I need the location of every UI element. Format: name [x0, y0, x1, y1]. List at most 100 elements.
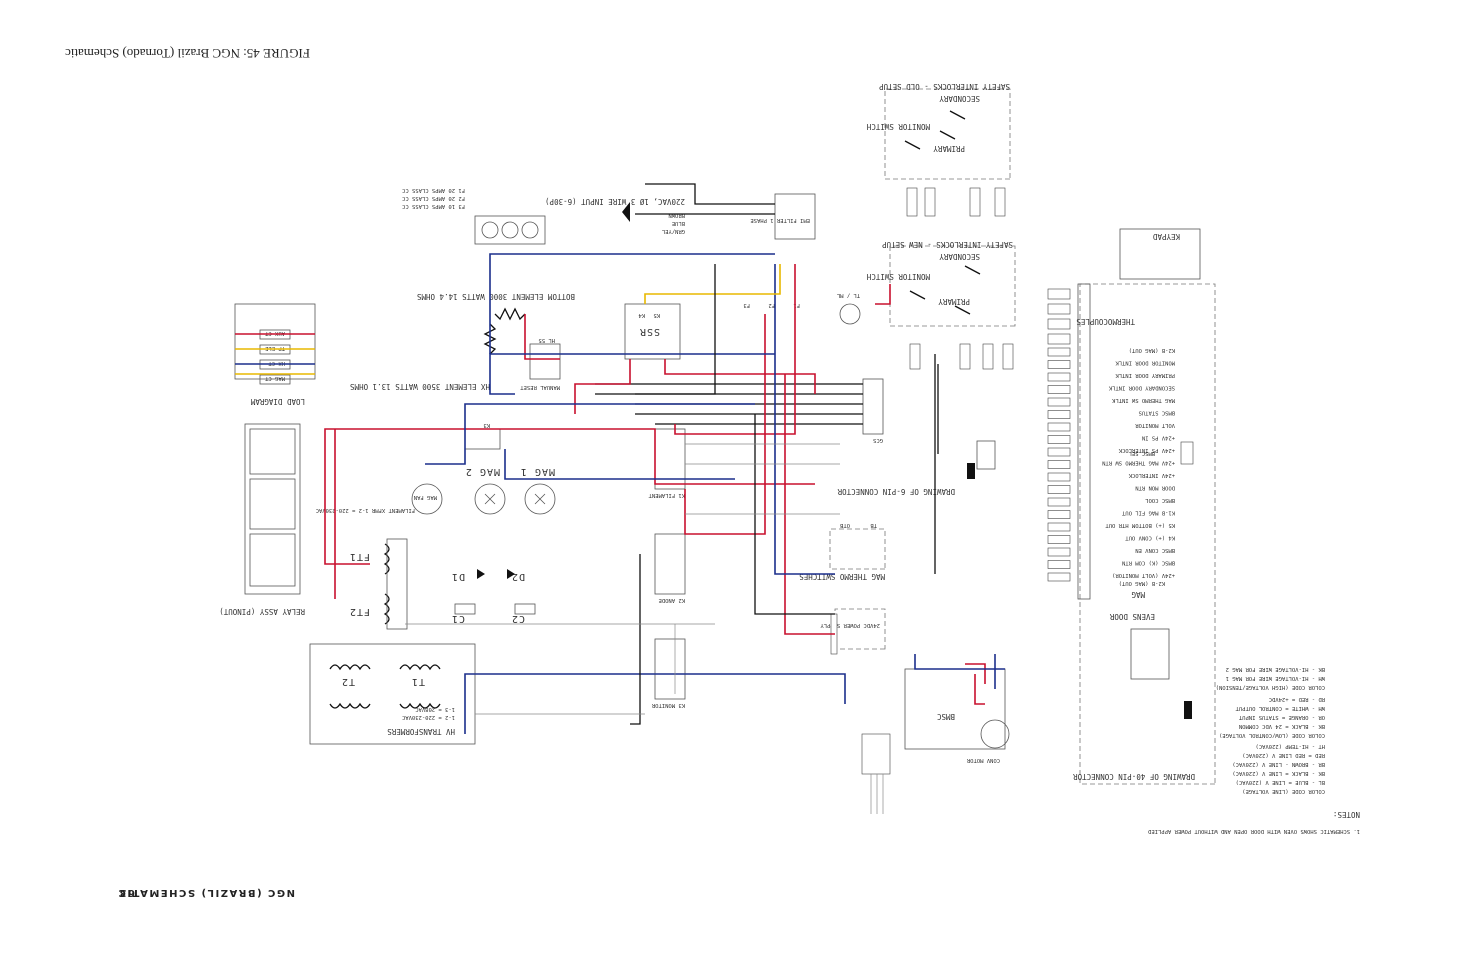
- tc-term-2: [1047, 318, 1071, 330]
- ft1-label: FT1: [349, 551, 370, 562]
- wire-blue-g: [914, 654, 1005, 670]
- pin-terminal: [1047, 522, 1071, 532]
- input-leads: [635, 183, 775, 215]
- k3-label: K3: [483, 422, 490, 428]
- manual-reset-label: MANUAL RESET: [520, 384, 560, 390]
- filament-xfmr-label: FILAMENT XFMR 1-2 = 220-230VAC: [316, 507, 415, 513]
- k4-label: K4: [638, 312, 645, 318]
- input-wire-blue: BLUE: [672, 220, 685, 226]
- thermocouples-label: THERMOCOUPLES: [1076, 317, 1135, 326]
- mag-label: MAG: [1131, 590, 1145, 599]
- color-code-line-4: HT - HI-TEMP (220VAC): [1255, 743, 1325, 749]
- controller-outline: [1079, 283, 1216, 785]
- pin-terminal: [1047, 497, 1071, 507]
- pin-function-list: +24V (VOLT MONITOR)BMSC (K) COM RTNBMSC …: [1047, 347, 1175, 582]
- d1-label: D1: [451, 571, 465, 582]
- load-yellow-line: [235, 348, 315, 375]
- pin-function-label: MONITOR DOOR INTLK: [1115, 360, 1175, 366]
- color-code-low-3: RD - RED = +24VDC: [1269, 696, 1325, 702]
- wire-blue-d: [425, 403, 755, 465]
- hv-tx-spec2: 1-3 = 208VAC: [415, 706, 455, 712]
- bmsc-block: BMSC CONV MOTOR: [861, 654, 1010, 814]
- evens-door-label: EVENS DOOR: [1109, 612, 1155, 621]
- k3-monitor-relay: [654, 638, 686, 700]
- pin-terminal: [1047, 397, 1071, 407]
- fuse-spec-1: F1 20 AMPS CLASS CC: [402, 187, 465, 193]
- wire-red-k: [965, 663, 986, 684]
- conv-motor-symbol: [980, 719, 1010, 749]
- color-code-legend: COLOR CODE (LINE VOLTAGE) BL - BLUE = LI…: [1216, 666, 1325, 794]
- safety-old-label: SAFETY INTERLOCKS - OLD SETUP: [879, 82, 1010, 91]
- color-code-hv-1: BK - HI-VOLTAGE WIRE FOR MAG 2: [1226, 666, 1325, 672]
- hx-element-label: HX ELEMENT 3500 WATTS 13.1 OHMS: [350, 382, 490, 391]
- otb-label: OTB: [839, 522, 850, 528]
- pin-function-label: K4 (+) CONV OUT: [1125, 535, 1175, 541]
- tc-term-4: [1047, 288, 1071, 300]
- load-diagram-frame: [234, 303, 316, 380]
- tc-term-3: [1047, 303, 1071, 315]
- pin-terminal: [1047, 485, 1071, 494]
- hl-manual-reset: [529, 343, 561, 380]
- fuse-f3: F3: [743, 302, 750, 308]
- pin-terminal: [1047, 360, 1071, 369]
- secondary-new-label: SECONDARY: [939, 252, 980, 261]
- k5-label: K5: [653, 312, 660, 318]
- pin-terminal: [1047, 510, 1071, 519]
- secondary-old-label: SECONDARY: [939, 94, 980, 103]
- input-wire-brown: BROWN: [668, 212, 685, 218]
- relay-assy-k2: [249, 478, 296, 530]
- pin-function-label: K1-B MAG FIL OUT: [1121, 510, 1175, 516]
- relay-assy-k3: [249, 533, 296, 587]
- power-input-label: 220VAC, 1Ø 3 WIRE INPUT (6-30P): [545, 197, 685, 206]
- fuse-holder-2: [501, 221, 519, 239]
- wire-gray-group: [405, 443, 840, 715]
- notes-heading: NOTES:: [1333, 810, 1360, 819]
- wire-blue-c: [489, 253, 775, 354]
- thermo-switch-outline: [829, 528, 886, 570]
- wire-red-a: [794, 264, 816, 394]
- pin-terminal: [1047, 535, 1071, 544]
- fuse-spec-3: F3 10 AMPS CLASS CC: [402, 203, 465, 209]
- pin-terminal: [1047, 547, 1071, 557]
- wire-red-b: [664, 359, 795, 375]
- wire-yellow-a: [644, 264, 781, 304]
- emi-filter-label: EMI FILTER 1 PHASE: [750, 217, 810, 223]
- c2-symbol: [514, 603, 536, 615]
- page-number: 63: [118, 887, 135, 898]
- k2b-mag-out-label: K2-B (MAG OUT): [1119, 580, 1165, 586]
- transformer-windings-secondary: [329, 664, 441, 671]
- wire-blue-e: [504, 449, 735, 480]
- old-term-2: [969, 187, 981, 217]
- t1-label: T1: [411, 676, 425, 687]
- filament-transformers: FT1 FT2 FILAMENT XFMR 1-2 = 220-230VAC: [316, 507, 415, 630]
- color-code-line-1: BK - BLACK = LINE V (220VAC): [1232, 770, 1325, 776]
- pin-function-label: BMSC COOL: [1145, 497, 1175, 503]
- controller-board: DRAWING OF 40-PIN CONNECTOR EVENS DOOR T…: [1047, 283, 1216, 785]
- color-code-low-0: BK - BLACK = 24 VDC COMMON: [1239, 723, 1325, 729]
- k2-anode-relay: [654, 533, 686, 595]
- k2-anode-label: K2 ANODE: [659, 597, 686, 603]
- tb-label: TB: [870, 522, 877, 528]
- primary-new-label: PRIMARY: [938, 297, 970, 306]
- fuse-f2: F2: [768, 302, 775, 308]
- wire-black-a: [754, 414, 835, 615]
- six-pin-body: [976, 440, 996, 470]
- section-title: NGC (BRAZIL) SCHEMATIC: [117, 887, 295, 898]
- new-term-3: [959, 343, 971, 370]
- tc-term-1: [1047, 333, 1071, 345]
- color-code-low-1: OR - ORANGE = STATUS INPUT: [1238, 714, 1325, 720]
- color-code-line-2: BR - BROWN - LINE V (220VAC): [1232, 761, 1325, 767]
- mag-fan-symbol: [411, 483, 443, 515]
- load-item-2: HX CT: [268, 360, 285, 366]
- fuse-holder-1: [521, 221, 539, 239]
- evens-door-block: [1130, 628, 1170, 680]
- k1-filament-label: K1 FILAMENT: [648, 492, 685, 498]
- fuse-spec-2: F2 20 AMPS CLASS CC: [402, 195, 465, 201]
- wire-red-c: [574, 359, 631, 414]
- mag-thermo-label: MAG THERMO SWITCHES: [799, 572, 885, 581]
- keypad-label: KEYPAD: [1152, 232, 1180, 241]
- ssr-label: SSR: [639, 326, 660, 337]
- k1-filament-relay: [654, 428, 686, 490]
- pin-function-label: +24V (VOLT MONITOR): [1112, 572, 1175, 578]
